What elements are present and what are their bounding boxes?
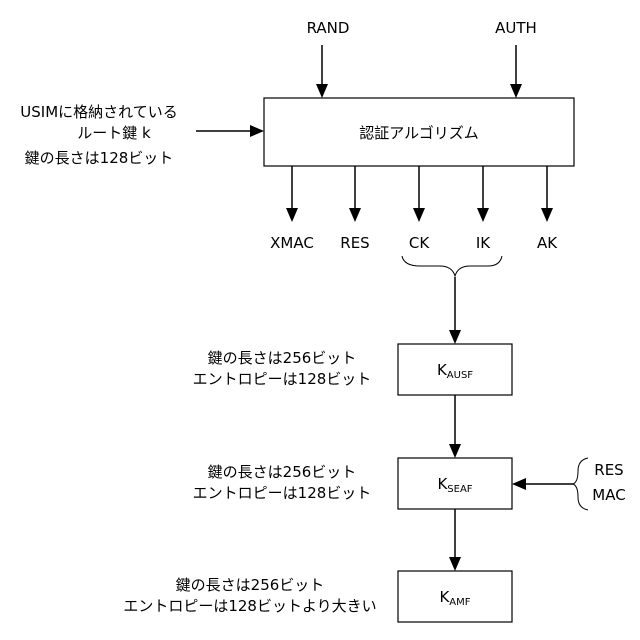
ck-ik-brace [402,256,502,276]
kausf-desc-line-2: エントロピーは128ビット [193,370,372,388]
root-key-arrow-head [250,125,264,137]
xmac-arrow-head [286,208,298,222]
kamf-desc-line-2: エントロピーは128ビットより大きい [123,597,376,615]
rand-label: RAND [307,19,350,37]
side-input-mac: MAC [592,486,625,504]
kamf-sub: AMF [449,597,470,608]
side-input-arrow-head [512,478,526,490]
res-arrow-head [349,208,361,222]
to-kseaf-arrow-head [449,444,461,458]
output-xmac: XMAC [270,234,314,252]
root-key-line-3: 鍵の長さは128ビット [25,149,174,167]
root-key-line-1: USIMに格納されている [20,103,177,121]
kseaf-desc-line-2: エントロピーは128ビット [193,484,372,502]
auth-label: AUTH [495,19,537,37]
ck-arrow-head [413,208,425,222]
kausf-desc-line-1: 鍵の長さは256ビット [208,349,357,367]
output-res: RES [340,234,369,252]
root-key-line-2: ルート鍵 k [77,124,151,142]
to-kamf-arrow-head [449,557,461,571]
kausf-sub: AUSF [447,370,474,381]
output-ak: AK [537,234,558,252]
side-input-res: RES [594,461,623,479]
auth-arrow-head [510,84,522,98]
kamf-desc-line-1: 鍵の長さは256ビット [176,576,325,594]
ik-arrow-head [477,208,489,222]
output-ck: CK [409,234,430,252]
rand-arrow-head [316,84,328,98]
kseaf-desc-line-1: 鍵の長さは256ビット [208,463,357,481]
ak-arrow-head [541,208,553,222]
kseaf-sub: SEAF [447,484,473,495]
to-kausf-arrow-head [449,330,461,344]
auth-algorithm-label: 認証アルゴリズム [359,124,479,142]
output-ik: IK [476,234,491,252]
res-mac-brace [573,458,588,510]
